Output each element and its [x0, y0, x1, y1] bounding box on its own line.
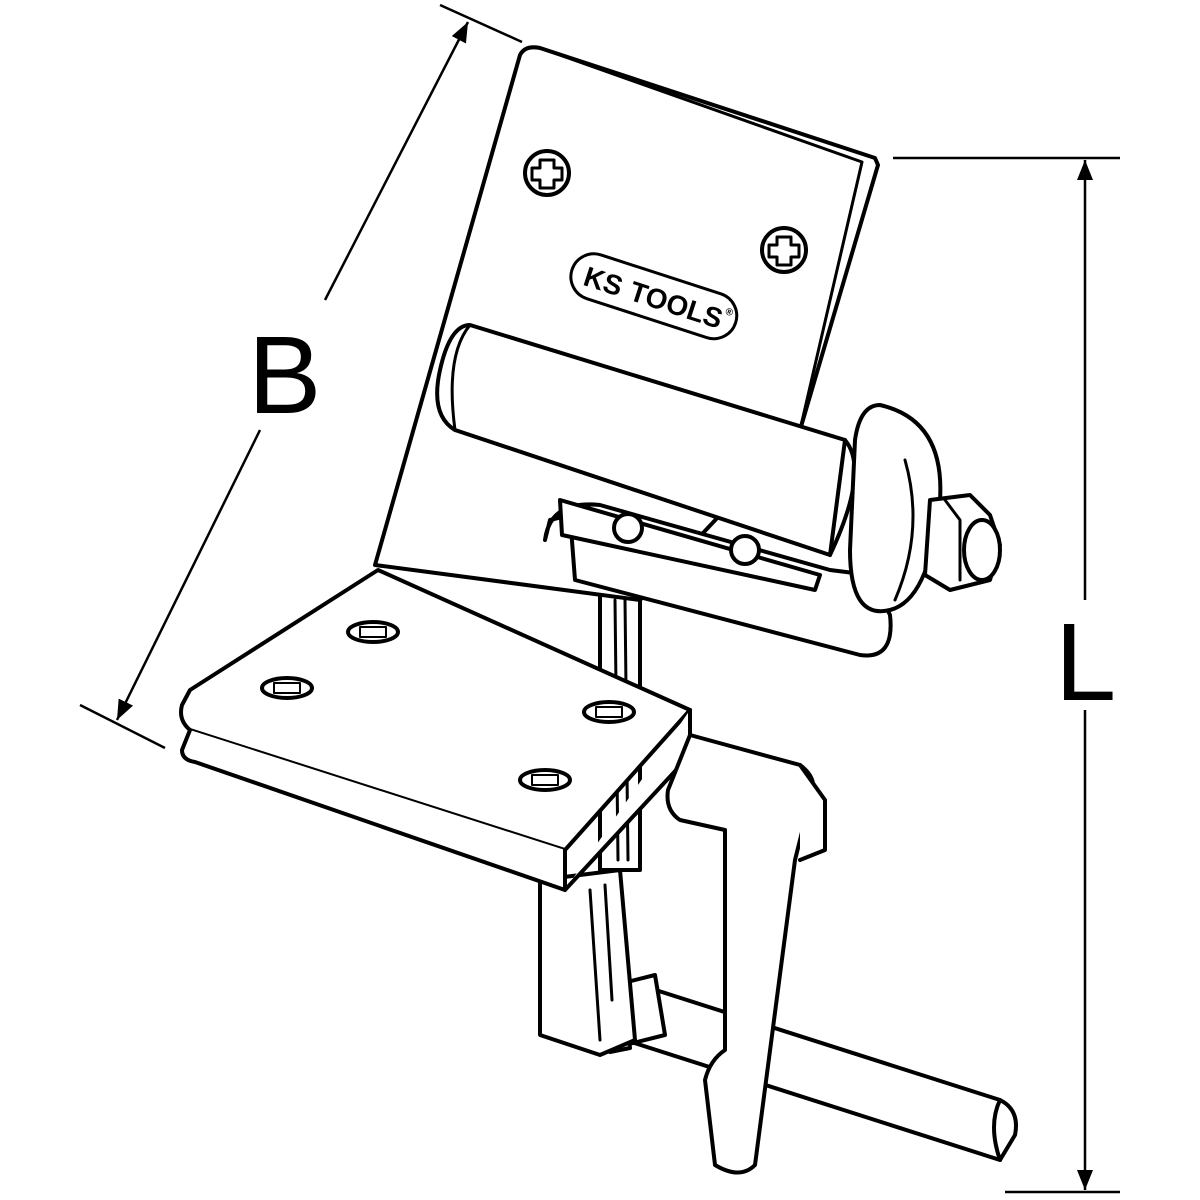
- phillips-screw-1: [523, 149, 571, 197]
- dimension-b-label: B: [248, 314, 321, 437]
- cam-lever: [665, 733, 827, 1175]
- dimension-b-arrow-bottom: [115, 429, 262, 721]
- brand-logo: KS TOOLS ®: [569, 252, 739, 341]
- dimension-l: [893, 156, 1120, 1194]
- lever-rod: [623, 983, 1018, 1162]
- countersunk-hole-4: [518, 768, 572, 792]
- dimension-b-extension-bottom: [79, 703, 166, 750]
- phillips-screw-2: [760, 226, 808, 274]
- dimension-b-extension-top: [439, 3, 523, 44]
- hex-nut: [923, 493, 1002, 592]
- brand-logo-trademark: ®: [724, 306, 735, 319]
- clamp-body-lower: [538, 868, 637, 1057]
- countersunk-hole-3: [582, 700, 636, 724]
- countersunk-hole-2: [260, 676, 314, 700]
- adjustment-knob: [848, 403, 943, 614]
- dimension-b: [79, 3, 523, 750]
- dimension-b-arrow-top: [323, 21, 470, 301]
- clamp-arm: [543, 498, 893, 658]
- dimension-l-label: L: [1055, 601, 1116, 724]
- countersunk-hole-1: [346, 620, 400, 644]
